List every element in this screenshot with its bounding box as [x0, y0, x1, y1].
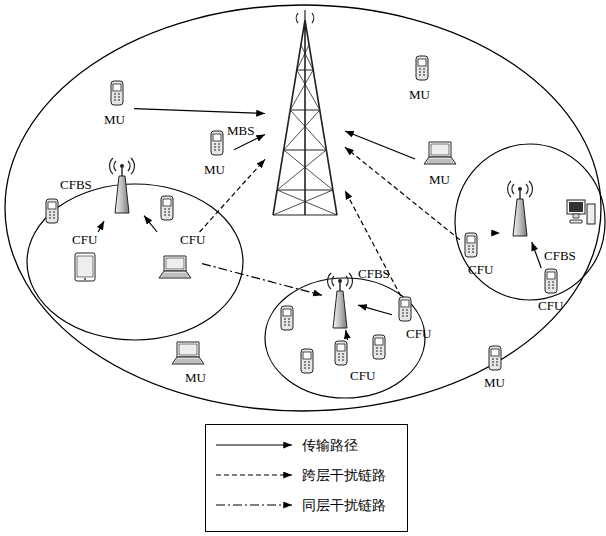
- phone-icon: [161, 196, 173, 220]
- transmission-link: [144, 216, 157, 232]
- phone-icon: [281, 306, 293, 330]
- legend-entry: 传输路径: [206, 435, 407, 455]
- antenna-icon: [325, 270, 355, 330]
- phone-icon: [334, 340, 348, 366]
- femtocell-boundary: [265, 278, 425, 398]
- node-label: MU: [104, 112, 125, 127]
- transmission-link: [134, 109, 265, 114]
- phone-node: MU: [405, 55, 439, 111]
- transmission-link: [358, 305, 392, 315]
- femtocell-boundary: [27, 184, 243, 340]
- phone-icon: [110, 80, 124, 106]
- transmission-link: [346, 330, 348, 340]
- antenna-icon: [505, 178, 535, 238]
- phone-node: CFU: [330, 340, 374, 386]
- co-tier-interference-link: [202, 264, 322, 296]
- tablet-icon: [74, 252, 96, 282]
- laptop-node: MU: [165, 340, 215, 390]
- phone-icon: [415, 55, 429, 81]
- node-label: CFU: [538, 298, 563, 313]
- node-label: MBS: [227, 123, 254, 138]
- phone-node: CFU: [460, 232, 500, 280]
- phone-icon: [46, 199, 58, 223]
- phone-node: MU: [200, 130, 234, 186]
- node-label: MU: [204, 162, 225, 177]
- node-label: CFU: [180, 232, 205, 247]
- phone-node: CFU: [392, 296, 436, 346]
- transmission-link: [98, 221, 104, 232]
- antenna-node: CFBS: [500, 178, 540, 242]
- antenna-icon: [107, 155, 137, 215]
- phone-node: MU: [478, 345, 514, 395]
- cross-tier-interference-link: [200, 159, 265, 232]
- macro-cell-boundary: [5, 5, 601, 411]
- legend-line-sample: [212, 495, 296, 515]
- node-label: MU: [484, 375, 505, 390]
- node-label: MU: [185, 370, 206, 385]
- phone-node: CFU: [528, 268, 572, 316]
- legend-line-sample: [212, 465, 296, 485]
- tower-node: MBS: [265, 10, 345, 220]
- node-label: CFBS: [358, 266, 390, 281]
- legend-entry: 跨层干扰链路: [206, 465, 407, 485]
- laptop-icon: [423, 140, 457, 166]
- cross-tier-interference-link: [345, 147, 460, 240]
- transmission-link: [532, 242, 542, 268]
- desktop-icon: [567, 200, 595, 224]
- phone-icon: [210, 130, 224, 156]
- legend-entry: 同层干扰链路: [206, 495, 407, 515]
- legend-label: 同层干扰链路: [302, 496, 386, 514]
- cross-tier-interference-link: [345, 191, 401, 296]
- phone-icon: [398, 296, 412, 322]
- legend-label: 跨层干扰链路: [302, 466, 386, 484]
- phone-icon: [464, 232, 478, 258]
- tablet-node: CFU: [62, 232, 106, 284]
- phone-icon: [373, 335, 385, 359]
- node-label: CFBS: [60, 177, 92, 192]
- transmission-link: [345, 131, 415, 159]
- phone-icon: [301, 349, 313, 373]
- antenna-node: CFBS: [100, 155, 144, 221]
- node-label: CFU: [406, 326, 431, 341]
- femtocell-boundary: [455, 144, 605, 300]
- node-label: CFU: [350, 368, 375, 383]
- legend-label: 传输路径: [302, 436, 358, 454]
- node-label: CFU: [468, 262, 493, 277]
- laptop-icon: [171, 340, 205, 366]
- phone-icon: [544, 268, 558, 294]
- phone-node: MU: [100, 80, 134, 136]
- legend-line-sample: [212, 435, 296, 455]
- phone-icon: [488, 345, 502, 371]
- laptop-node: MU: [415, 140, 465, 198]
- laptop-icon: [158, 254, 192, 280]
- node-label: CFU: [72, 232, 97, 247]
- laptop-node: CFU: [152, 232, 202, 282]
- legend-box: 传输路径跨层干扰链路同层干扰链路: [205, 424, 408, 532]
- tower-icon: [265, 10, 345, 220]
- antenna-node: CFBS: [322, 270, 358, 330]
- transmission-link: [234, 135, 265, 150]
- node-label: CFBS: [544, 248, 576, 263]
- node-label: MU: [429, 172, 450, 187]
- node-label: MU: [409, 87, 430, 102]
